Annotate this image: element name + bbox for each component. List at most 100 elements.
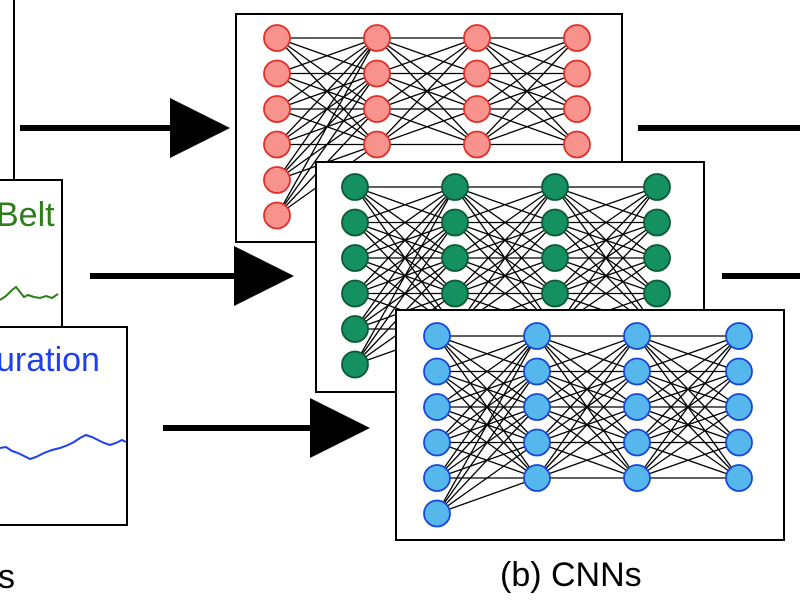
node-green-l1-n1 [441,208,469,237]
node-red-l2-n1 [463,59,491,88]
edge-red [376,37,478,75]
node-red-l3-n2 [563,95,591,123]
node-red-l3-n0 [563,24,591,52]
node-blue-l0-n4 [423,464,451,492]
node-blue-l3-n4 [725,464,753,492]
edge-blue [536,406,638,479]
edge-red [476,72,578,146]
node-blue-l0-n5 [423,499,451,528]
node-blue-l0-n0 [423,322,451,350]
nodes-red [263,24,591,230]
edge-green [454,186,556,294]
node-red-l0-n4 [263,166,291,194]
edge-blue [636,371,740,479]
caption-left-partial: s [0,558,15,596]
node-blue-l0-n3 [423,428,451,457]
node-red-l1-n3 [363,130,391,159]
node-red-l2-n3 [463,130,491,159]
node-blue-l1-n0 [523,322,551,350]
node-blue-l2-n0 [623,322,651,350]
node-green-l3-n2 [643,244,671,272]
node-green-l0-n1 [341,208,369,237]
node-green-l2-n1 [541,208,569,237]
node-green-l2-n3 [541,279,569,308]
edge-green [454,186,556,224]
edge-blue [436,335,538,514]
saturation-label: uration [0,341,100,379]
edge-blue [536,335,638,408]
edge-green [354,186,456,330]
edge-blue [536,441,638,479]
node-green-l0-n0 [341,173,369,201]
node-green-l2-n2 [541,244,569,272]
node-green-l0-n3 [341,279,369,308]
node-blue-l3-n3 [725,428,753,457]
belt-label: Belt [0,196,55,234]
node-green-l2-n0 [541,173,569,201]
saturation-signal-trace [0,433,127,461]
edge-blue [436,477,538,515]
edge-blue [536,335,638,479]
node-green-l1-n0 [441,173,469,201]
node-green-l0-n5 [341,350,369,379]
node-red-l0-n1 [263,59,291,88]
edge-blue [636,335,740,443]
node-blue-l1-n4 [523,464,551,492]
edge-red [276,37,378,145]
edge-green [354,186,456,365]
cnn-panel-blue [395,309,785,541]
node-blue-l0-n2 [423,393,451,421]
edges-blue [436,335,740,515]
node-blue-l2-n2 [623,393,651,421]
signal-panel-belt: Belt [0,179,63,331]
edge-green [354,222,456,365]
node-blue-l0-n1 [423,357,451,386]
node-green-l0-n4 [341,315,369,343]
node-green-l3-n3 [643,279,671,308]
node-blue-l1-n3 [523,428,551,457]
edge-red [276,37,378,75]
edge-red [376,72,478,146]
edge-blue [436,441,538,515]
edge-red [276,37,378,181]
edge-green [554,186,658,224]
node-green-l1-n2 [441,244,469,272]
node-blue-l2-n1 [623,357,651,386]
edge-red [476,37,578,75]
edge-red [376,37,478,145]
edge-blue [536,335,638,443]
node-red-l0-n2 [263,95,291,123]
edge-blue [436,335,538,443]
node-red-l1-n2 [363,95,391,123]
edge-red [276,37,378,216]
edge-red [476,37,578,110]
nodes-blue [423,322,753,528]
edge-green [354,186,456,259]
edge-blue [436,335,538,479]
edge-green [454,186,556,259]
node-red-l2-n0 [463,24,491,52]
node-green-l1-n3 [441,279,469,308]
edge-blue [536,335,638,373]
node-blue-l2-n3 [623,428,651,457]
edge-blue [636,441,740,479]
edge-red [276,37,378,110]
edge-blue [636,335,740,373]
node-blue-l3-n0 [725,322,753,350]
node-red-l0-n0 [263,24,291,52]
node-red-l1-n0 [363,24,391,52]
edge-green [554,186,658,294]
edge-blue [536,371,638,479]
node-red-l3-n3 [563,130,591,159]
node-red-l0-n3 [263,130,291,159]
node-green-l3-n0 [643,173,671,201]
edge-green [554,186,658,330]
edge-blue [436,335,538,408]
edge-red [476,37,578,145]
node-red-l1-n1 [363,59,391,88]
node-blue-l2-n4 [623,464,651,492]
nodes-green [341,173,671,379]
edge-blue [436,406,538,514]
edge-blue [636,335,740,408]
